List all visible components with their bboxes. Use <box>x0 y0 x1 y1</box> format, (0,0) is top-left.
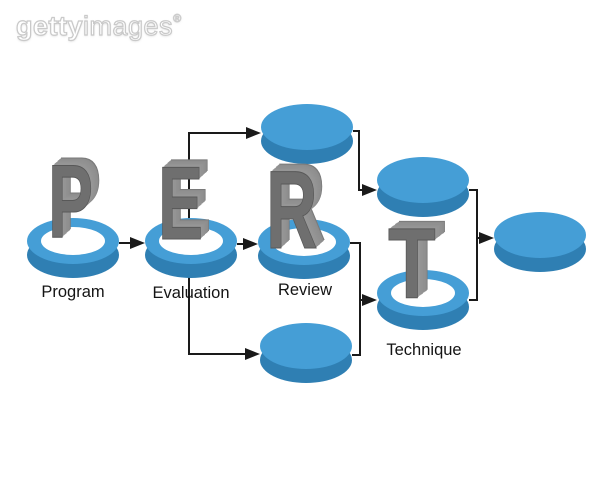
label-program: Program <box>41 283 105 301</box>
getty-watermark: gettyimages® <box>15 10 182 42</box>
label-review: Review <box>277 281 333 299</box>
letter-p-3d: P <box>48 144 94 260</box>
edge-top-right-and-technique-to-final <box>469 189 481 301</box>
registered-trademark-icon: ® <box>173 13 182 26</box>
node-bottom-disc <box>260 323 352 383</box>
edge-top-node-to-top-right-node <box>353 130 377 196</box>
disc-hole <box>41 227 105 255</box>
letter-e-3d: E <box>158 146 204 262</box>
letter-t-3d: T <box>388 208 436 320</box>
label-technique: Technique <box>386 341 462 359</box>
connector-lines <box>119 127 481 360</box>
disc-top <box>261 104 353 150</box>
watermark-brand-light: images <box>82 10 174 41</box>
disc-top <box>377 157 469 203</box>
disc-hole <box>391 279 455 307</box>
node-evaluation-disc <box>145 218 237 278</box>
node-top-disc <box>261 104 353 164</box>
edge-evaluation-to-bottom-node <box>188 241 260 360</box>
disc-hole <box>272 228 336 256</box>
edge-evaluation-to-top-node <box>188 127 261 241</box>
node-final-disc <box>494 212 586 272</box>
node-technique-disc <box>377 270 469 330</box>
disc-top <box>494 212 586 258</box>
letter-r-3d: R <box>266 149 318 272</box>
label-evaluation: Evaluation <box>152 284 230 302</box>
edge-review-and-bottom-to-technique <box>350 242 364 356</box>
node-program-disc <box>27 218 119 278</box>
disc-hole <box>159 227 223 255</box>
watermark-brand-bold: getty <box>15 10 84 41</box>
disc-top <box>260 323 352 369</box>
node-top-right-disc <box>377 157 469 217</box>
node-review-disc <box>258 219 350 279</box>
